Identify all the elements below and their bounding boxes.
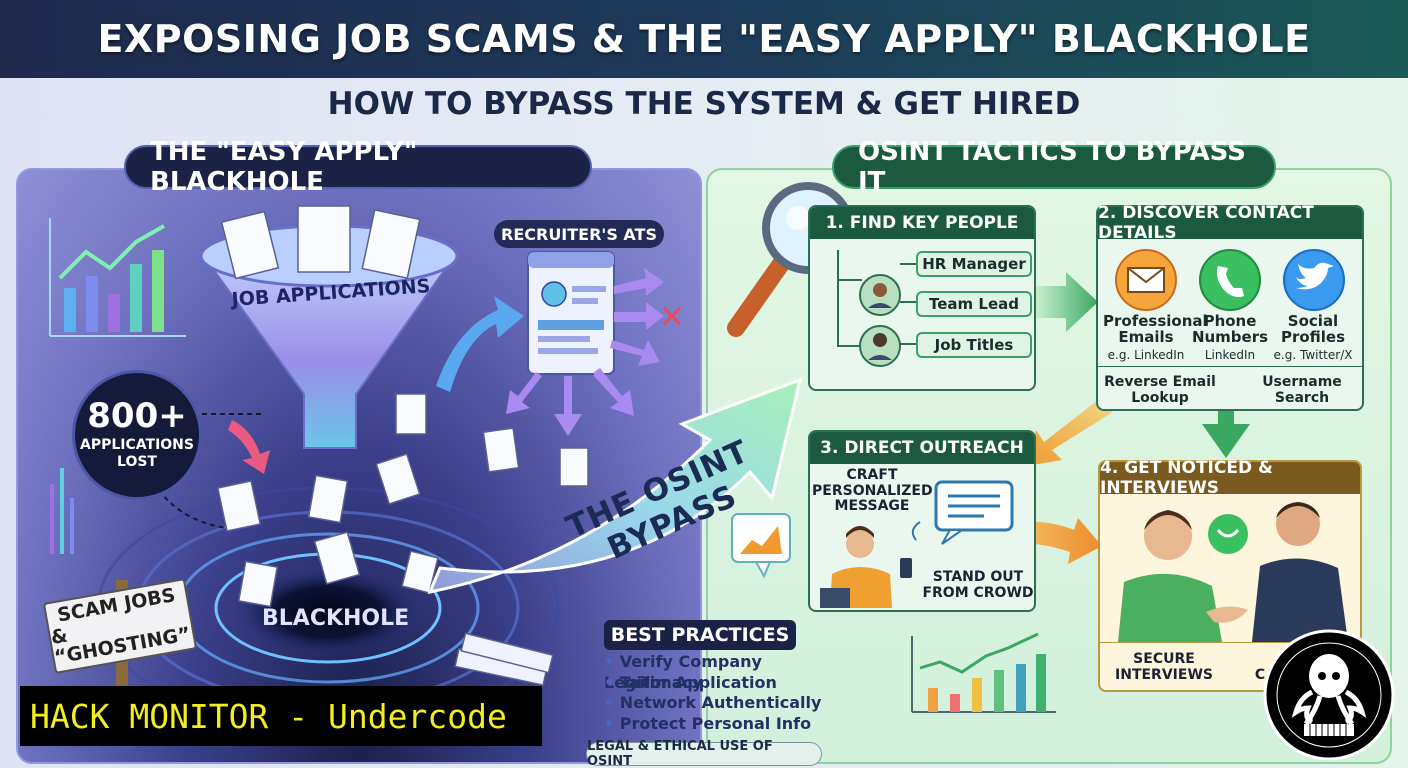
lookup2-line1: Username	[1262, 374, 1342, 390]
email-note: e.g. LinkedIn	[1107, 347, 1185, 362]
username-search: Username Search	[1242, 374, 1362, 406]
interviewer-person-icon	[1252, 502, 1348, 642]
best-practice-item: Protect Personal Info	[604, 714, 864, 735]
rejection-arrows-icon	[506, 268, 664, 436]
standout-line2: FROM CROWD	[922, 584, 1034, 601]
person-phone-icon	[820, 526, 912, 608]
chat-bubble-icon	[934, 480, 1014, 545]
step4-divider	[1100, 642, 1360, 643]
social-title-line1: Social	[1287, 312, 1339, 330]
step2-to-step4-arrow	[1202, 384, 1250, 458]
watermark-banner: HACK MONITOR - Undercode	[20, 686, 542, 746]
cut-off-text: C	[1254, 667, 1266, 683]
craft-line1: CRAFT	[846, 467, 898, 483]
contact-phones: Phone Numbers LinkedIn	[1187, 312, 1273, 362]
chat-smile-icon	[1208, 514, 1248, 554]
phone-title-line2: Numbers	[1191, 327, 1269, 346]
role-team-lead: Team Lead	[916, 291, 1032, 317]
email-title-line2: Emails	[1118, 327, 1174, 346]
blackhole-label: BLACKHOLE	[262, 606, 410, 631]
phone-icon	[1199, 249, 1261, 311]
lookup2-line2: Search	[1274, 390, 1330, 407]
ats-window-icon	[527, 251, 615, 375]
craft-message-text: CRAFT PERSONALIZED MESSAGE	[812, 467, 933, 515]
stand-out-text: STAND OUT FROM CROWD	[922, 569, 1034, 601]
handshake-icon	[1206, 606, 1248, 623]
reverse-email-lookup: Reverse Email Lookup	[1100, 374, 1220, 406]
lookup1-line1: Reverse Email	[1104, 374, 1216, 390]
contact-social: Social Profiles e.g. Twitter/X	[1270, 312, 1356, 362]
left-section-heading: THE "EASY APPLY" BLACKHOLE	[124, 137, 592, 197]
stat-value: 800+	[87, 396, 187, 437]
step2-divider	[1098, 366, 1362, 367]
step2-title: 2. DISCOVER CONTACT DETAILS	[1098, 203, 1362, 243]
standout-line1: STAND OUT	[932, 569, 1024, 585]
octopus-logo-icon	[1263, 629, 1395, 761]
email-title-line1: Professional	[1103, 312, 1208, 330]
right-section-heading: OSINT TACTICS TO BYPASS IT	[832, 137, 1276, 197]
reject-x-icon	[662, 306, 682, 326]
social-note: e.g. Twitter/X	[1273, 347, 1353, 362]
best-practices-title: BEST PRACTICES	[604, 620, 796, 650]
email-icon	[1115, 249, 1177, 311]
blackhole-illustration	[49, 205, 682, 730]
step4-title: 4. GET NOTICED & INTERVIEWS	[1100, 458, 1360, 498]
contact-emails: Professional Emails e.g. LinkedIn	[1103, 312, 1208, 362]
signal-bars-icon	[50, 468, 74, 554]
chat-chart-icon	[731, 513, 791, 579]
stat-label-line2: LOST	[117, 454, 157, 470]
paper-pile-icon	[454, 632, 554, 687]
craft-line3: MESSAGE	[834, 498, 910, 515]
role-hr-manager: HR Manager	[916, 251, 1032, 277]
people-tree-icon	[837, 250, 916, 367]
stat-label: APPLICATIONS LOST	[80, 437, 194, 471]
secure-interviews-text: SECURE INTERVIEWS	[1108, 651, 1220, 683]
lost-applications-stat: 800+ APPLICATIONS LOST	[72, 370, 202, 500]
contact-icons	[1115, 249, 1345, 311]
secure-line1: SECURE	[1133, 651, 1195, 667]
secure-line2: INTERVIEWS	[1115, 666, 1213, 683]
role-job-titles: Job Titles	[916, 332, 1032, 358]
handshake-illustration	[1118, 502, 1348, 642]
main-title: EXPOSING JOB SCAMS & THE "EASY APPLY" BL…	[97, 17, 1311, 61]
ats-label: RECRUITER'S ATS	[494, 220, 664, 248]
osint-bypass-arrow	[427, 377, 803, 595]
step3-title: 3. DIRECT OUTREACH	[810, 432, 1034, 464]
stat-label-line1: APPLICATIONS	[80, 437, 194, 454]
twitter-icon	[1283, 249, 1345, 311]
best-practice-item: Network Authentically	[604, 693, 864, 714]
resume-papers-icon	[216, 205, 589, 608]
title-banner: EXPOSING JOB SCAMS & THE "EASY APPLY" BL…	[0, 0, 1408, 78]
craft-line2: PERSONALIZED	[812, 482, 933, 499]
candidate-person-icon	[1118, 510, 1222, 642]
step1-title: 1. FIND KEY PEOPLE	[810, 207, 1034, 239]
best-practice-item: Tailor Application	[604, 673, 864, 694]
growth-chart-icon	[911, 632, 1056, 713]
social-title-line2: Profiles	[1280, 327, 1346, 346]
step1-to-step2-arrow	[1036, 272, 1098, 332]
legal-ethical-note: LEGAL & ETHICAL USE OF OSINT	[586, 739, 822, 768]
growth-chart-icon	[49, 218, 186, 337]
subtitle: HOW TO BYPASS THE SYSTEM & GET HIRED	[327, 86, 1081, 122]
funnel-to-ats-arrow	[436, 296, 524, 392]
lookup1-line2: Lookup	[1131, 390, 1189, 407]
outreach-illustration	[820, 480, 1014, 608]
lost-arrow	[228, 420, 270, 474]
best-practices-list: Verify Company Legitimacy Tailor Applica…	[604, 652, 864, 734]
phone-title-line1: Phone	[1203, 312, 1257, 330]
phone-note: LinkedIn	[1204, 347, 1256, 362]
